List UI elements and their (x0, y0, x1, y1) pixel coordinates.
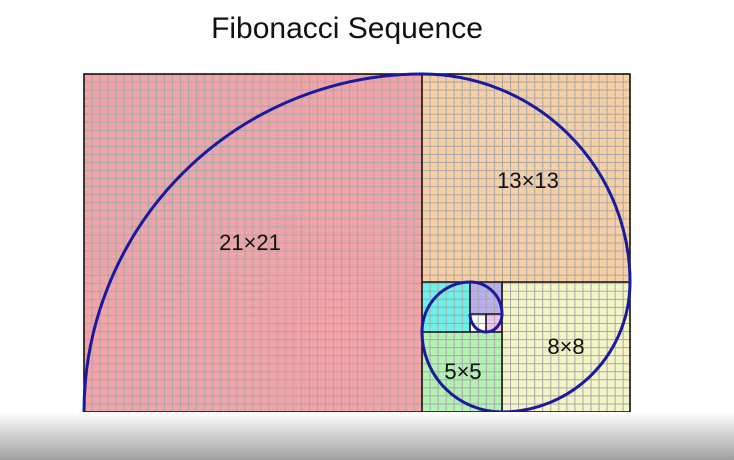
square-13x13 (422, 74, 630, 282)
grid-lines (84, 74, 630, 412)
label-21x21: 21×21 (219, 230, 281, 255)
square-8x8 (502, 282, 630, 412)
label-13x13: 13×13 (497, 168, 559, 193)
golden-spiral (82, 72, 632, 414)
diagram-title: Fibonacci Sequence (211, 12, 483, 45)
label-5x5: 5×5 (444, 359, 481, 384)
label-8x8: 8×8 (547, 334, 584, 359)
bottom-shade (0, 412, 734, 460)
